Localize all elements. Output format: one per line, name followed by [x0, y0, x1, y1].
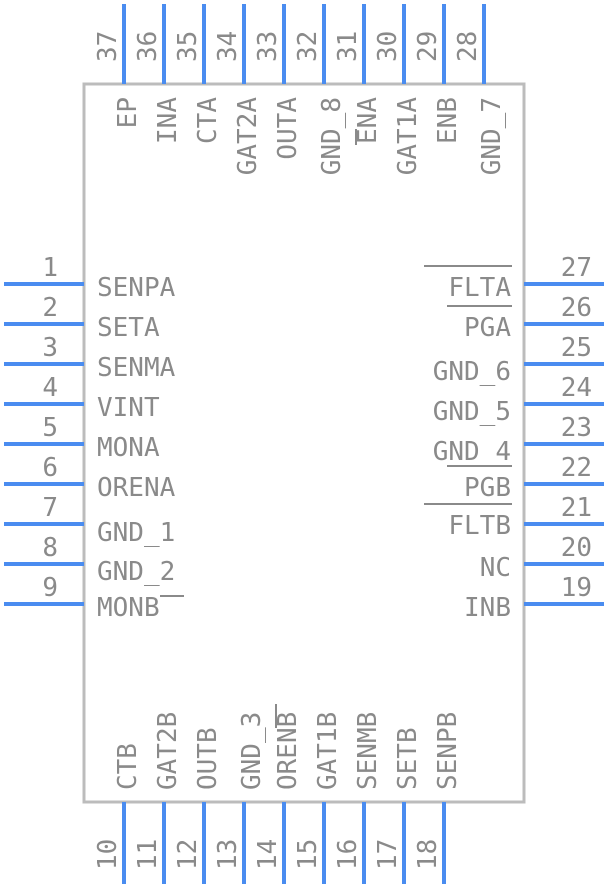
pin-35-label: CTA [193, 97, 223, 144]
pin-18-number: 18 [413, 839, 443, 870]
pin-35-number: 35 [173, 31, 203, 62]
pin-36-label: INA [153, 97, 183, 144]
pin-10-label: CTB [113, 743, 143, 790]
pin-31-number: 31 [333, 31, 363, 62]
right-pin-row: 27 FLTA 26 PGA 25 GND_6 24 GND_5 23 GND_… [424, 253, 604, 623]
pin-21-number: 21 [561, 493, 592, 523]
pin-3-number: 3 [42, 333, 58, 363]
pin-20-label: NC [480, 553, 511, 583]
pin-26-label: PGA [464, 313, 511, 343]
pin-19-label: INB [464, 593, 511, 623]
pin-33-label: OUTA [273, 97, 303, 160]
pin-14-label: ORENB [273, 712, 303, 790]
pin-9-label: MONB [97, 593, 160, 623]
pin-6-number: 6 [42, 453, 58, 483]
pin-22-number: 22 [561, 453, 592, 483]
left-pin-row: 1 SENPA 2 SETA 3 SENMA 4 VINT 5 MONA 6 O… [4, 253, 184, 623]
pin-2-number: 2 [42, 293, 58, 323]
pin-27-label: FLTA [448, 273, 511, 303]
pin-37-label: EP [113, 97, 143, 128]
pin-7-number: 7 [42, 493, 58, 523]
pin-18-label: SENPB [433, 712, 463, 790]
pin-4-number: 4 [42, 373, 58, 403]
pin-11-number: 11 [133, 839, 163, 870]
pin-20-number: 20 [561, 533, 592, 563]
pin-28-label: GND_7 [477, 97, 507, 175]
pin-37-number: 37 [93, 31, 123, 62]
pin-19-number: 19 [561, 573, 592, 603]
pin-32-label: GND_8 [317, 97, 347, 175]
pin-7-label: GND_1 [97, 518, 175, 548]
pin-23-number: 23 [561, 413, 592, 443]
chip-body [82, 82, 526, 804]
pin-25-label: GND_6 [433, 357, 511, 387]
pin-30-number: 30 [373, 31, 403, 62]
pin-22-label: PGB [464, 473, 511, 503]
pin-17-label: SETB [393, 727, 423, 790]
pin-29-label: ENB [433, 97, 463, 144]
pin-16-number: 16 [333, 839, 363, 870]
pin-31-label: ENA [353, 97, 383, 144]
pin-25-number: 25 [561, 333, 592, 363]
pin-2-label: SETA [97, 313, 160, 343]
pin-8-number: 8 [42, 533, 58, 563]
pin-11-label: GAT2B [153, 712, 183, 790]
pin-5-number: 5 [42, 413, 58, 443]
pin-17-number: 17 [373, 839, 403, 870]
pin-34-label: GAT2A [233, 97, 263, 176]
pin-6-label: ORENA [97, 473, 176, 503]
pin-29-number: 29 [413, 31, 443, 62]
bottom-pin-row: 10 CTB 11 GAT2B 12 OUTB 13 GND_3 14 OREN… [93, 704, 463, 884]
pin-5-label: MONA [97, 433, 160, 463]
pin-12-label: OUTB [193, 727, 223, 790]
pin-33-number: 33 [253, 31, 283, 62]
pin-23-label: GND_4 [433, 437, 511, 467]
pin-24-number: 24 [561, 373, 592, 403]
pin-8-label: GND_2 [97, 557, 175, 587]
pin-12-number: 12 [173, 839, 203, 870]
pin-10-number: 10 [93, 839, 123, 870]
top-pin-row: 37 EP 36 INA 35 CTA 34 GAT2A 33 OUTA 32 … [93, 4, 507, 175]
pin-34-number: 34 [213, 31, 243, 62]
pin-21-label: FLTB [448, 511, 511, 541]
pin-36-number: 36 [133, 31, 163, 62]
pin-3-label: SENMA [97, 353, 176, 383]
pin-1-label: SENPA [97, 273, 176, 303]
pin-13-number: 13 [213, 839, 243, 870]
pin-28-number: 28 [453, 31, 483, 62]
pin-1-number: 1 [42, 253, 58, 283]
pin-32-number: 32 [293, 31, 323, 62]
pin-24-label: GND_5 [433, 397, 511, 427]
pin-27-number: 27 [561, 253, 592, 283]
pin-26-number: 26 [561, 293, 592, 323]
pin-9-number: 9 [42, 573, 58, 603]
pin-14-number: 14 [253, 839, 283, 870]
pin-15-number: 15 [293, 839, 323, 870]
pin-16-label: SENMB [353, 712, 383, 790]
pin-4-label: VINT [97, 393, 160, 423]
pin-15-label: GAT1B [313, 712, 343, 790]
pin-30-label: GAT1A [393, 97, 423, 176]
pin-13-label: GND_3 [237, 712, 267, 790]
